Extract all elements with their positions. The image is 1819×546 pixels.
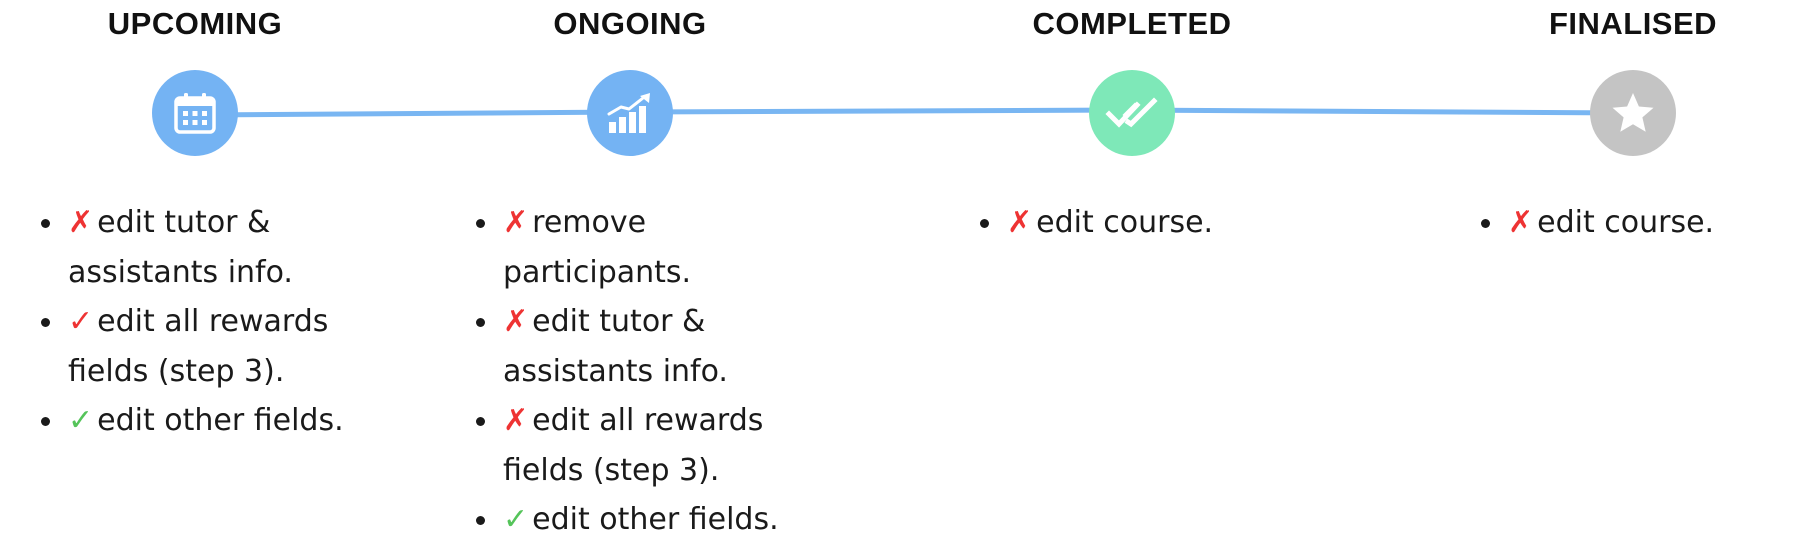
stage-marker-completed	[1089, 70, 1175, 156]
rule-item: ✗edit course.	[980, 198, 1337, 248]
star-icon	[1612, 93, 1654, 132]
rule-item: ✓edit all rewards fields (step 3).	[41, 297, 398, 396]
rule-item: ✗edit course.	[1481, 198, 1819, 248]
rule-text: remove participants.	[503, 205, 692, 290]
rule-text: edit other fields.	[97, 403, 344, 438]
stage-title-finalised: FINALISED	[1548, 6, 1718, 41]
allow-mark-icon: ✓	[68, 403, 94, 438]
stage-marker-upcoming	[152, 70, 238, 156]
rising-chart-icon	[607, 93, 650, 133]
calendar-icon	[174, 93, 216, 134]
rule-item: ✗remove participants.	[476, 198, 833, 297]
deny-mark-icon: ✓	[68, 304, 94, 339]
rules-list-upcoming: ✗edit tutor & assistants info. ✓edit all…	[38, 198, 398, 446]
rule-item: ✗edit all rewards fields (step 3).	[476, 396, 833, 495]
stage-title-upcoming: UPCOMING	[107, 6, 283, 41]
rule-text: edit tutor & assistants info.	[503, 304, 728, 389]
deny-mark-icon: ✗	[1007, 205, 1033, 240]
rule-item: ✓edit other fields.	[476, 495, 833, 545]
stage-title-ongoing: ONGOING	[553, 6, 707, 41]
rule-text: edit course.	[1036, 205, 1214, 240]
rule-text: edit tutor & assistants info.	[68, 205, 293, 290]
stage-title-completed: COMPLETED	[1032, 6, 1232, 41]
rule-text: edit course.	[1537, 205, 1715, 240]
rules-list-ongoing: ✗remove participants. ✗edit tutor & assi…	[473, 198, 833, 545]
deny-mark-icon: ✗	[503, 205, 529, 240]
rule-item: ✗edit tutor & assistants info.	[41, 198, 398, 297]
rule-text: edit other fields.	[532, 502, 779, 537]
rule-text: edit all rewards fields (step 3).	[68, 304, 329, 389]
double-check-icon	[1105, 97, 1158, 128]
deny-mark-icon: ✗	[1508, 205, 1534, 240]
rules-list-finalised: ✗edit course.	[1478, 198, 1819, 248]
allow-mark-icon: ✓	[503, 502, 529, 537]
deny-mark-icon: ✗	[68, 205, 94, 240]
deny-mark-icon: ✗	[503, 403, 529, 438]
rule-item: ✓edit other fields.	[41, 396, 398, 446]
stage-marker-ongoing	[587, 70, 673, 156]
rule-text: edit all rewards fields (step 3).	[503, 403, 764, 488]
rules-list-completed: ✗edit course.	[977, 198, 1337, 248]
rule-item: ✗edit tutor & assistants info.	[476, 297, 833, 396]
stage-marker-finalised	[1590, 70, 1676, 156]
deny-mark-icon: ✗	[503, 304, 529, 339]
